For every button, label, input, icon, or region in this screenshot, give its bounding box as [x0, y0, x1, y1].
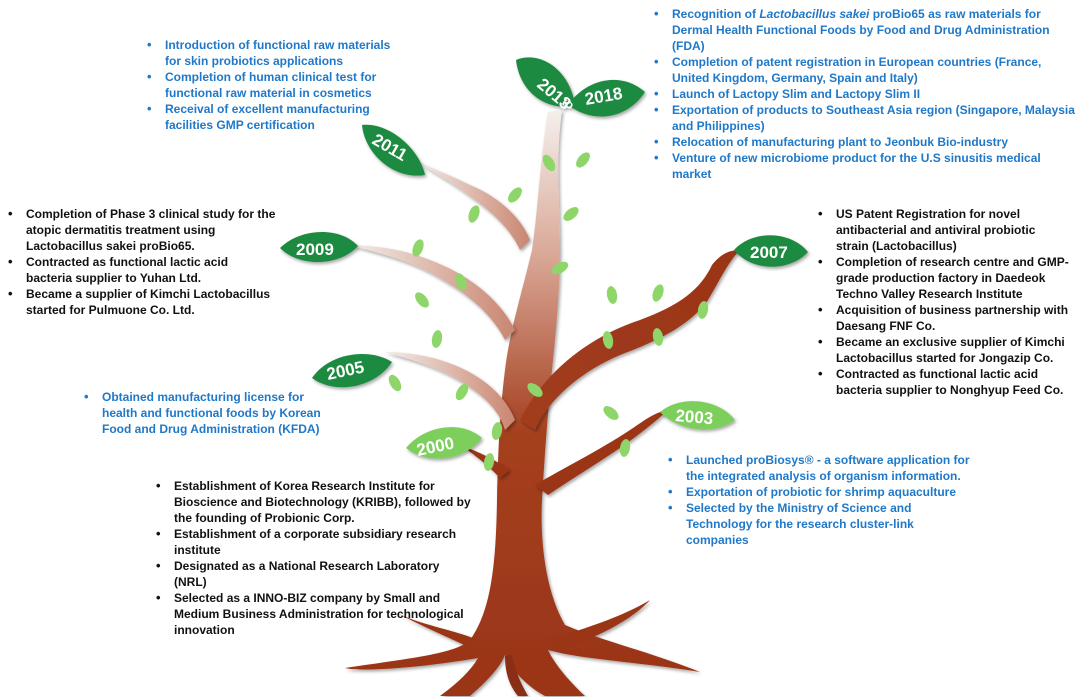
year-label-2003: 2003 [675, 406, 714, 428]
milestone-item: Introduction of functional raw materials… [143, 37, 393, 69]
milestone-item: Launched proBiosys® - a software applica… [664, 452, 979, 484]
milestone-item: Receival of excellent manufacturing faci… [143, 101, 393, 133]
milestones-2013-2018: Recognition of Lactobacillus sakei proBi… [650, 6, 1075, 182]
year-leaf-2013-2018: 2013 to 2018 [516, 57, 645, 117]
milestone-item: Establishment of Korea Research Institut… [152, 478, 474, 526]
milestone-item: Exportation of probiotic for shrimp aqua… [664, 484, 979, 500]
milestone-item: Selected by the Ministry of Science and … [664, 500, 979, 548]
year-label-2009: 2009 [296, 240, 334, 259]
milestone-item: Acquisition of business partnership with… [814, 302, 1069, 334]
milestone-item: Contracted as functional lactic acid bac… [4, 254, 276, 286]
milestone-item: Venture of new microbiome product for th… [650, 150, 1075, 182]
year-leaf-2007: 2007 [734, 235, 808, 267]
year-label-2007: 2007 [750, 243, 788, 262]
milestone-item: Completion of Phase 3 clinical study for… [4, 206, 276, 254]
milestone-item: Completion of research centre and GMP-gr… [814, 254, 1069, 302]
year-leaf-2009: 2009 [280, 231, 358, 263]
milestone-item: US Patent Registration for novel antibac… [814, 206, 1069, 254]
milestone-item: Recognition of Lactobacillus sakei proBi… [650, 6, 1075, 54]
milestones-2003: Launched proBiosys® - a software applica… [664, 452, 979, 548]
milestone-item: Relocation of manufacturing plant to Jeo… [650, 134, 1075, 150]
milestones-2007: US Patent Registration for novel antibac… [814, 206, 1069, 398]
milestone-item: Completion of human clinical test for fu… [143, 69, 393, 101]
milestone-item: Establishment of a corporate subsidiary … [152, 526, 474, 558]
year-leaf-2000: 2000 [406, 427, 482, 460]
milestone-item: Became an exclusive supplier of Kimchi L… [814, 334, 1069, 366]
milestones-2011: Introduction of functional raw materials… [143, 37, 393, 133]
year-leaf-2005: 2005 [312, 354, 392, 388]
milestone-item: Completion of patent registration in Eur… [650, 54, 1075, 86]
small-leaves [388, 152, 709, 471]
milestones-2005: Obtained manufacturing license for healt… [80, 389, 342, 437]
milestone-item: Exportation of products to Southeast Asi… [650, 102, 1075, 134]
milestone-item: Selected as a INNO-BIZ company by Small … [152, 590, 474, 638]
milestone-item: Designated as a National Research Labora… [152, 558, 474, 590]
milestone-item: Became a supplier of Kimchi Lactobacillu… [4, 286, 276, 318]
milestones-2000: Establishment of Korea Research Institut… [152, 478, 474, 638]
milestone-item: Contracted as functional lactic acid bac… [814, 366, 1069, 398]
milestone-item: Obtained manufacturing license for healt… [80, 389, 342, 437]
milestone-item: Launch of Lactopy Slim and Lactopy Slim … [650, 86, 1075, 102]
year-leaf-2003: 2003 [660, 401, 735, 430]
milestones-2009: Completion of Phase 3 clinical study for… [4, 206, 276, 318]
